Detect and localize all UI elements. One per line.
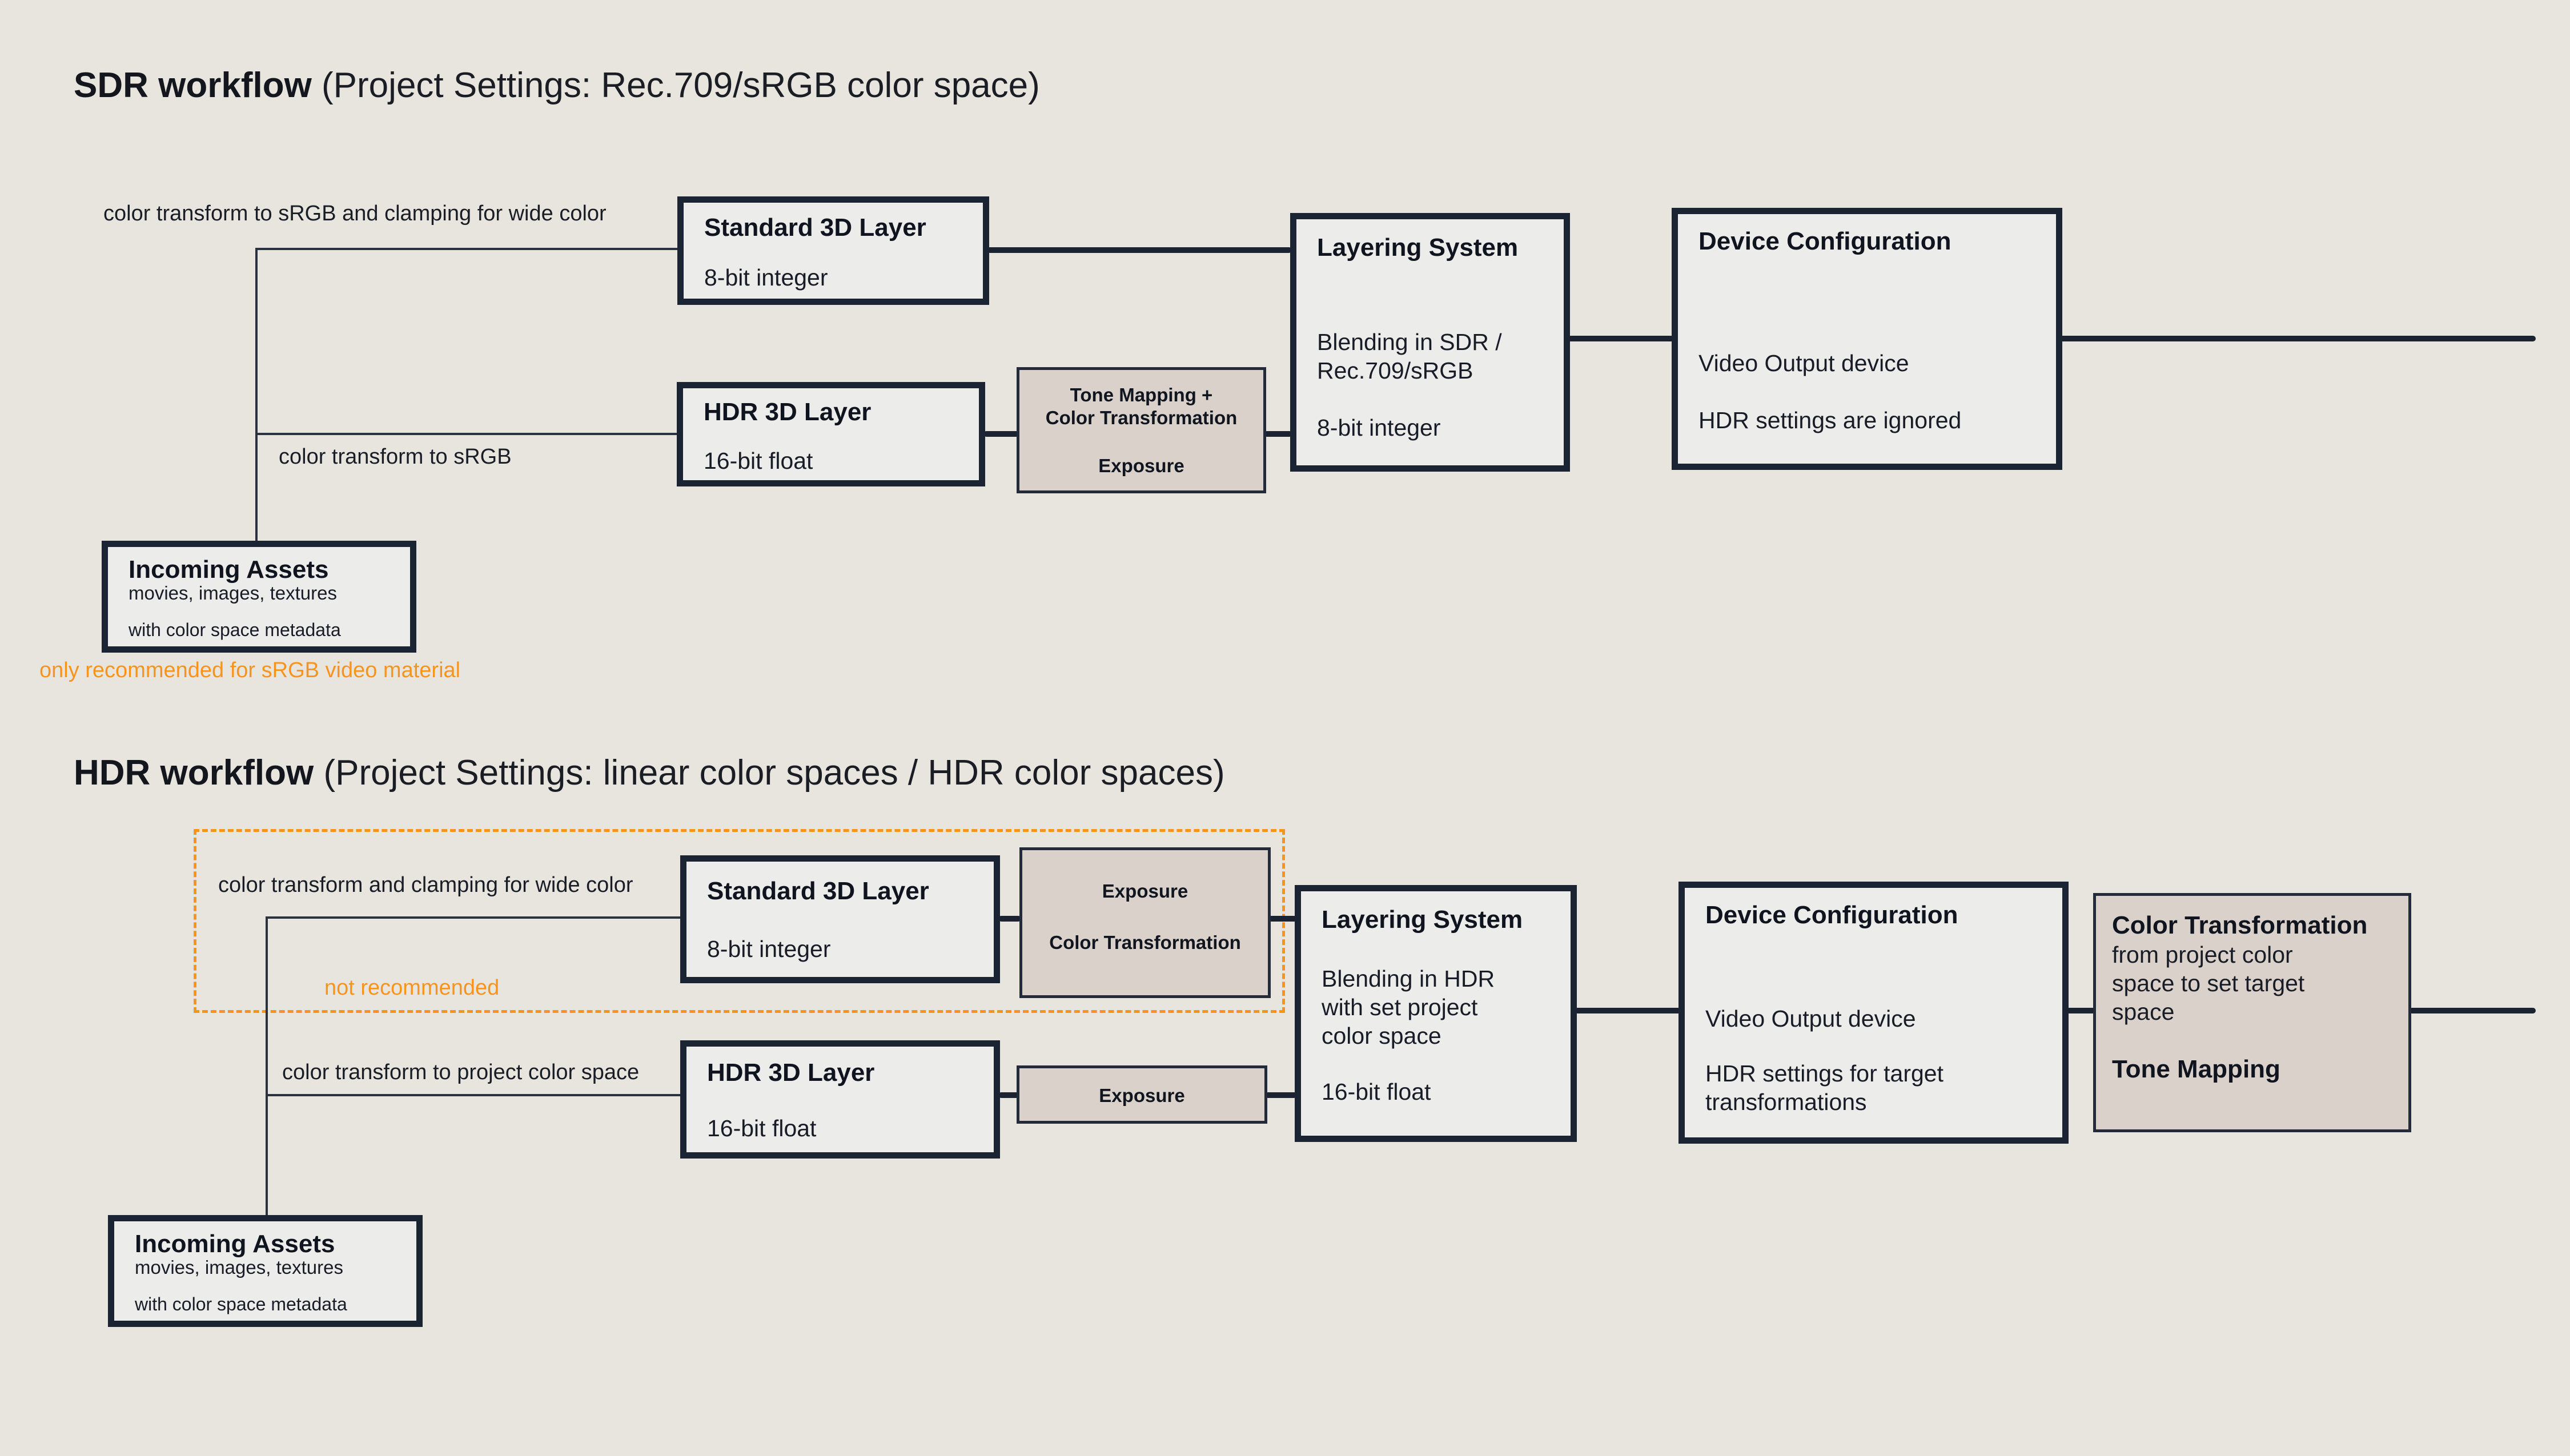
sdr-workflow-title-rest: (Project Settings: Rec.709/sRGB color sp… — [311, 66, 1040, 105]
sdr-incoming-assets-subtitle: movies, images, textures — [128, 582, 337, 604]
hdr-bottom-branch-label: color transform to project color space — [282, 1060, 640, 1084]
sdr-hdr-3d-layer-title: HDR 3D Layer — [704, 398, 872, 426]
sdr-workflow-title: SDR workflow (Project Settings: Rec.709/… — [74, 64, 1040, 107]
hdr-exposure-ct-line2: Color Transformation — [1049, 932, 1241, 953]
hdr-top-branch-label: color transform and clamping for wide co… — [218, 873, 633, 897]
hdr-hdr-3d-layer-body: 16-bit float — [707, 1115, 817, 1141]
hdr-workflow-title-bold: HDR workflow — [74, 753, 314, 793]
hdr-layering-system-body2: 16-bit float — [1322, 1079, 1431, 1105]
sdr-device-to-output-line — [2059, 336, 2536, 341]
hdr-layering-system-box: Layering System Blending in HDR with set… — [1295, 885, 1577, 1142]
hdr-incoming-assets-title: Incoming Assets — [135, 1230, 335, 1258]
sdr-top-branch-label: color transform to sRGB and clamping for… — [103, 202, 607, 226]
hdr-exposure2-to-layering-line — [1265, 1092, 1297, 1098]
sdr-warning-text: only recommended for sRGB video material — [39, 658, 461, 682]
hdr-exposure-color-transformation-box: Exposure Color Transformation — [1019, 847, 1271, 998]
hdr-hdr-3d-layer-box: HDR 3D Layer 16-bit float — [680, 1040, 1000, 1159]
hdr-hdrlayer-to-exposure-line — [998, 1092, 1019, 1098]
sdr-device-configuration-body1: Video Output device — [1698, 350, 1909, 376]
hdr-assets-trunk-line — [266, 918, 268, 1215]
hdr-not-recommended-label: not recommended — [324, 976, 500, 1000]
sdr-device-configuration-body2: HDR settings are ignored — [1698, 407, 1962, 433]
sdr-tone-mapping-line1: Tone Mapping + — [1070, 384, 1213, 405]
hdr-device-configuration-box: Device Configuration Video Output device… — [1678, 882, 2069, 1144]
sdr-hdr-3d-layer-box: HDR 3D Layer 16-bit float — [677, 382, 985, 486]
sdr-device-configuration-title: Device Configuration — [1698, 227, 1951, 255]
hdr-hdr-3d-layer-title: HDR 3D Layer — [707, 1059, 875, 1087]
sdr-incoming-assets-box: Incoming Assets movies, images, textures… — [102, 541, 416, 653]
sdr-tone-mapping-line2: Color Transformation — [1045, 407, 1238, 428]
hdr-workflow-title: HDR workflow (Project Settings: linear c… — [74, 751, 1225, 795]
hdr-layering-system-title: Layering System — [1322, 906, 1523, 934]
hdr-standard-3d-layer-title: Standard 3D Layer — [707, 877, 929, 905]
hdr-incoming-assets-note: with color space metadata — [135, 1294, 347, 1314]
hdr-exposure-box-label: Exposure — [1099, 1085, 1185, 1106]
hdr-layering-system-body1: Blending in HDR with set project color s… — [1322, 966, 1495, 1049]
hdr-tone-mapping-label: Tone Mapping — [2112, 1055, 2280, 1083]
hdr-workflow-title-rest: (Project Settings: linear color spaces /… — [314, 753, 1225, 793]
sdr-branch-standard-line — [255, 248, 678, 250]
hdr-color-transformation-title: Color Transformation — [2112, 911, 2368, 939]
sdr-workflow-title-bold: SDR workflow — [74, 66, 312, 105]
sdr-standard-3d-layer-title: Standard 3D Layer — [704, 214, 926, 242]
hdr-device-configuration-title: Device Configuration — [1705, 901, 1958, 929]
hdr-layering-to-device-line — [1575, 1008, 1681, 1013]
hdr-incoming-assets-subtitle: movies, images, textures — [135, 1257, 343, 1278]
sdr-layering-system-body2: 8-bit integer — [1317, 415, 1441, 441]
sdr-tone-mapping-exposure: Exposure — [1098, 455, 1184, 476]
hdr-exposure-box: Exposure — [1017, 1065, 1267, 1124]
sdr-standard-3d-layer-body: 8-bit integer — [704, 264, 828, 291]
sdr-standard-to-layering-line — [987, 247, 1292, 253]
hdr-incoming-assets-box: Incoming Assets movies, images, textures… — [108, 1215, 423, 1327]
hdr-colortransform-to-output-line — [2409, 1008, 2536, 1013]
sdr-tone-mapping-box: Tone Mapping + Color Transformation Expo… — [1017, 367, 1266, 493]
sdr-layering-to-device-line — [1568, 336, 1674, 341]
hdr-exposure-to-layering-line — [1268, 916, 1297, 922]
sdr-device-configuration-box: Device Configuration Video Output device… — [1672, 208, 2062, 470]
hdr-device-to-colortransform-line — [2066, 1008, 2095, 1013]
hdr-color-transformation-body: from project color space to set target s… — [2112, 942, 2305, 1025]
hdr-branch-standard-line — [266, 916, 681, 919]
hdr-color-transformation-box: Color Transformation from project color … — [2093, 893, 2411, 1132]
hdr-exposure-ct-line1: Exposure — [1102, 880, 1188, 902]
sdr-standard-3d-layer-box: Standard 3D Layer 8-bit integer — [677, 196, 989, 305]
hdr-device-configuration-body1: Video Output device — [1705, 1005, 1916, 1032]
sdr-incoming-assets-title: Incoming Assets — [128, 556, 329, 584]
sdr-incoming-assets-note: with color space metadata — [128, 620, 341, 640]
hdr-standard-3d-layer-box: Standard 3D Layer 8-bit integer — [680, 855, 1000, 983]
hdr-standard-to-exposure-line — [998, 916, 1021, 922]
sdr-branch-hdr-line — [255, 433, 678, 435]
hdr-standard-3d-layer-body: 8-bit integer — [707, 936, 831, 962]
sdr-tonemapping-to-layering-line — [1264, 431, 1292, 437]
sdr-hdr-3d-layer-body: 16-bit float — [704, 448, 813, 474]
hdr-device-configuration-body2: HDR settings for target transformations — [1705, 1060, 1943, 1115]
sdr-layering-system-body1: Blending in SDR / Rec.709/sRGB — [1317, 329, 1502, 384]
sdr-assets-trunk-line — [255, 249, 258, 542]
hdr-branch-hdr-line — [266, 1094, 681, 1096]
sdr-layering-system-box: Layering System Blending in SDR / Rec.70… — [1290, 213, 1570, 472]
sdr-layering-system-title: Layering System — [1317, 234, 1519, 262]
sdr-hdr-to-tonemapping-line — [983, 431, 1019, 437]
sdr-bottom-branch-label: color transform to sRGB — [279, 445, 512, 469]
